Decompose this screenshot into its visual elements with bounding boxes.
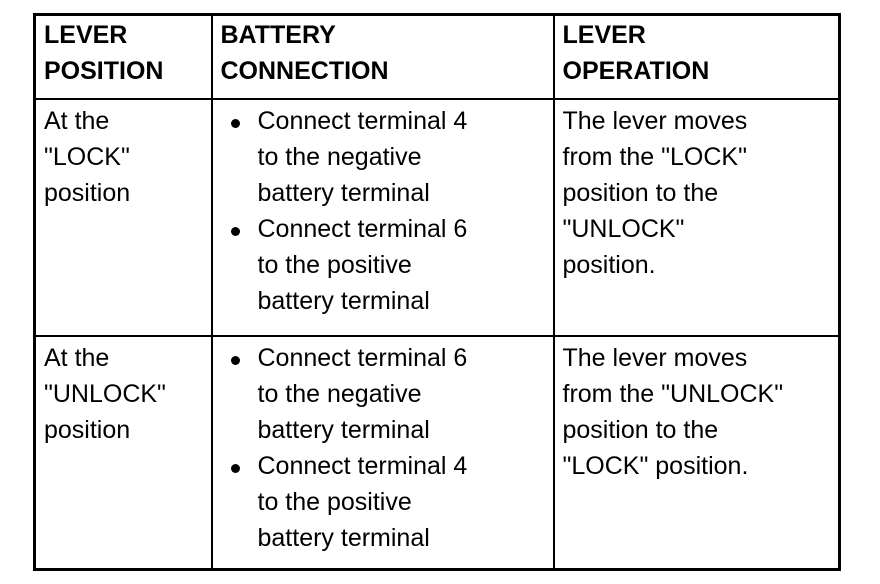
bullet-icon — [230, 463, 240, 473]
list-item-text: Connect terminal 4 to the positive batte… — [257, 451, 468, 552]
lever-operation-table: LEVER POSITION BATTERY CONNECTION LEVER … — [33, 13, 841, 571]
list-item-text: Connect terminal 6 to the positive batte… — [257, 214, 468, 315]
column-header-battery-connection: BATTERY CONNECTION — [210, 13, 555, 100]
list-item-text: Connect terminal 4 to the negative batte… — [257, 106, 468, 207]
lever-position-cell: At the "UNLOCK" position — [33, 334, 213, 571]
table-row-unlock: At the "UNLOCK" position Connect termina… — [33, 334, 841, 571]
list-item: Connect terminal 6 to the negative batte… — [221, 340, 547, 448]
lever-operation-cell: The lever moves from the "UNLOCK" positi… — [552, 334, 841, 571]
battery-connection-list: Connect terminal 4 to the negative batte… — [221, 103, 547, 319]
list-item: Connect terminal 4 to the positive batte… — [221, 448, 547, 556]
list-item: Connect terminal 4 to the negative batte… — [221, 103, 547, 211]
column-header-lever-position: LEVER POSITION — [33, 13, 213, 100]
lever-operation-cell: The lever moves from the "LOCK" position… — [552, 97, 841, 337]
battery-connection-cell: Connect terminal 6 to the negative batte… — [210, 334, 555, 571]
bullet-icon — [230, 226, 240, 236]
table-row-lock: At the "LOCK" position Connect terminal … — [33, 97, 841, 337]
lever-position-cell: At the "LOCK" position — [33, 97, 213, 337]
battery-connection-list: Connect terminal 6 to the negative batte… — [221, 340, 547, 556]
bullet-icon — [230, 355, 240, 365]
battery-connection-cell: Connect terminal 4 to the negative batte… — [210, 97, 555, 337]
column-header-lever-operation: LEVER OPERATION — [552, 13, 841, 100]
list-item: Connect terminal 6 to the positive batte… — [221, 211, 547, 319]
bullet-icon — [230, 118, 240, 128]
list-item-text: Connect terminal 6 to the negative batte… — [257, 343, 468, 444]
header-row: LEVER POSITION BATTERY CONNECTION LEVER … — [33, 13, 841, 100]
